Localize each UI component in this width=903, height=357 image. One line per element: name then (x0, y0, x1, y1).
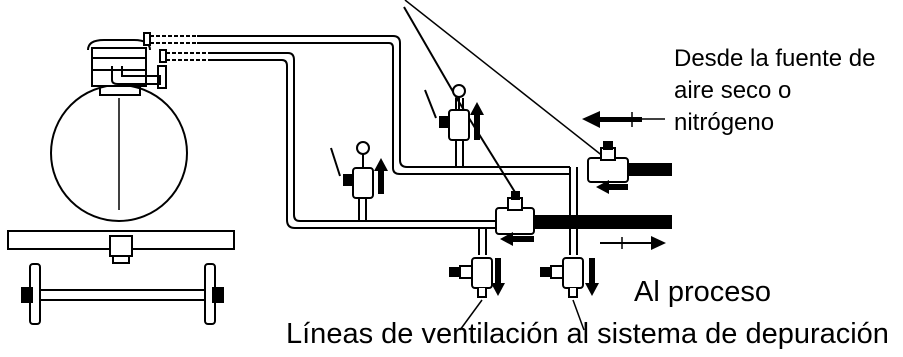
heavy-pipes (530, 163, 672, 229)
flow-arrow-source-label (582, 111, 665, 128)
lower-pipe (212, 52, 500, 229)
regulator-upper (424, 84, 470, 141)
upper-pipe (197, 35, 570, 175)
vent-valve-right (540, 257, 584, 298)
flow-arrow-source-left (596, 180, 628, 194)
cylinder-cart-axle (21, 263, 224, 325)
flow-arrow-up-middle (374, 158, 388, 194)
pigtail-lines (143, 32, 212, 63)
gas-cylinder (50, 84, 188, 222)
vent-lines-label: Líneas de ventilación al sistema de depu… (286, 318, 889, 350)
flow-arrow-down-left (491, 258, 505, 296)
vent-valve-left (449, 257, 493, 298)
flow-arrow-to-process (600, 236, 666, 250)
regulator-middle (330, 141, 374, 199)
flow-arrow-down-right (585, 258, 599, 296)
flow-arrow-up-upper (470, 102, 484, 140)
source-label-line2: aire seco o (674, 77, 792, 104)
valve-source (587, 141, 629, 183)
source-label-line1: Desde la fuente de (674, 45, 876, 72)
process-label: Al proceso (634, 276, 772, 308)
valve-process (495, 191, 535, 235)
cylinder-valve-head (87, 39, 167, 96)
cylinder-base (7, 230, 235, 264)
flow-arrow-process-left (500, 232, 534, 246)
vent-leader-lines (459, 299, 585, 331)
source-label-line3: nitrógeno (674, 109, 775, 136)
